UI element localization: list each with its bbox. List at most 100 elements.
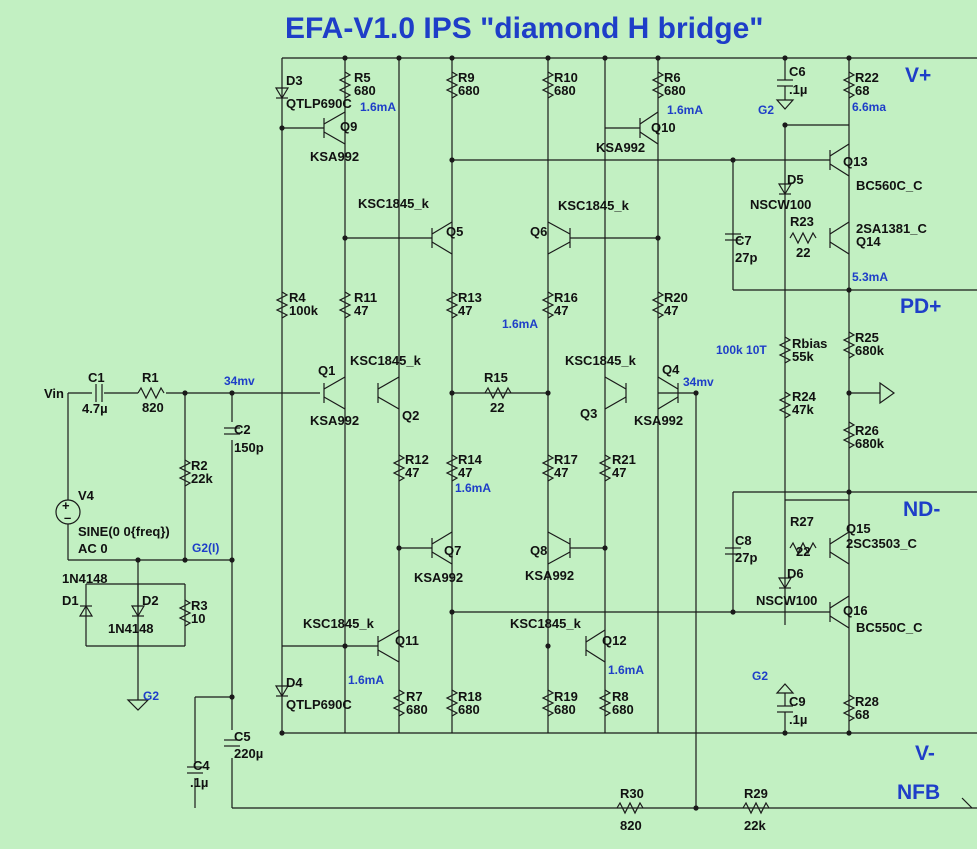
resistors-29-value: 820 (620, 818, 642, 833)
transistors-6-ref: Q7 (444, 543, 461, 558)
resistors-18-ref: R19 (554, 689, 578, 704)
diodes-2-part: QTLP690C (286, 96, 352, 111)
source-V4: + – (55, 498, 81, 525)
resistor-R9 (445, 71, 459, 99)
transistors-13-ref: Q14 (856, 234, 881, 249)
ground-icon (126, 699, 150, 711)
resistor-R30 (616, 801, 644, 815)
diode-D2 (130, 605, 146, 618)
diodes-3-ref: D4 (286, 675, 303, 690)
annotations-v_q4: 34mv (683, 375, 714, 389)
resistor-R29 (742, 801, 770, 815)
transistors-7-ref: Q8 (530, 543, 547, 558)
transistors-7-part: KSA992 (525, 568, 574, 583)
annotations-i_r16: 1.6mA (502, 317, 538, 331)
resistor-R5 (338, 71, 352, 99)
resistors-29-ref: R30 (620, 786, 644, 801)
capacitors-7-ref: C9 (789, 694, 806, 709)
transistor-Q7 (431, 531, 453, 565)
resistors-13-ref: R14 (458, 452, 483, 467)
resistors-30-ref: Rbias (792, 336, 827, 351)
transistors-6-part: KSA992 (414, 570, 463, 585)
resistor-R22 (842, 71, 856, 99)
transistors-3-part: KSA992 (634, 413, 683, 428)
transistor-Q14 (829, 221, 850, 255)
resistors-3-ref: R4 (289, 290, 306, 305)
resistors-28-value: 22k (744, 818, 766, 833)
diode-D1 (78, 604, 94, 617)
resistor-R15 (484, 386, 512, 400)
resistors-27-value: 68 (855, 707, 869, 722)
annotations-i_q14: 5.3mA (852, 270, 888, 284)
transistors-8-part: KSA992 (310, 149, 359, 164)
capacitor-C8 (725, 547, 741, 555)
transistors-5-part: KSC1845_k (558, 198, 630, 213)
source-plus-glyph: + (62, 498, 70, 513)
resistors-16-value: 47 (554, 465, 568, 480)
diodes-5-part: NSCW100 (756, 593, 817, 608)
capacitor-C9 (775, 683, 795, 733)
resistors-7-value: 680 (612, 702, 634, 717)
source-ref: V4 (78, 488, 95, 503)
annotations-i_r5: 1.6mA (360, 100, 396, 114)
resistors-28-ref: R29 (744, 786, 768, 801)
transistor-Q11 (377, 629, 400, 663)
transistors-2-ref: Q3 (580, 406, 597, 421)
resistors-12-ref: R13 (458, 290, 482, 305)
diodes-4-ref: D5 (787, 172, 804, 187)
capacitors-4-ref: C6 (789, 64, 806, 79)
transistor-Q16 (829, 595, 850, 629)
resistors-8-value: 680 (458, 83, 480, 98)
transistors-10-ref: Q11 (395, 633, 419, 648)
transistor-Q1 (323, 376, 346, 410)
resistors-22-value: 22 (796, 245, 810, 260)
transistors-1-ref: Q2 (402, 408, 419, 423)
diode-D5 (777, 183, 793, 196)
resistor-R18 (445, 689, 459, 717)
transistors-2-part: KSC1845_k (565, 353, 637, 368)
rail-vplus: V+ (905, 64, 931, 87)
resistors-8-ref: R9 (458, 70, 475, 85)
transistors-5-ref: Q6 (530, 224, 547, 239)
net-g2-a: G2 (143, 689, 159, 703)
capacitor-C5 (224, 739, 240, 747)
capacitor-C2 (224, 427, 240, 435)
resistors-0-value: 820 (142, 400, 164, 415)
resistor-R7 (392, 689, 406, 717)
resistors-26-value: 22 (796, 544, 810, 559)
diode-symbols (78, 87, 793, 698)
capacitor-symbols (95, 58, 795, 774)
transistor-Q9 (323, 111, 346, 145)
net-g2-c: G2 (752, 669, 768, 683)
resistors-15-value: 47 (554, 303, 568, 318)
resistor-R6 (651, 71, 665, 99)
resistors-10-value: 47 (354, 303, 368, 318)
resistor-R20 (651, 291, 665, 319)
page-title: EFA-V1.0 IPS "diamond H bridge" (285, 12, 764, 45)
diode-D3 (274, 87, 290, 100)
capacitors-3-ref: C5 (234, 729, 251, 744)
resistors-30-value: 55k (792, 349, 814, 364)
transistors-10-part: KSC1845_k (303, 616, 375, 631)
resistor-R10 (541, 71, 555, 99)
net-vin: Vin (44, 386, 64, 401)
nfb-arrow-icon (961, 797, 973, 809)
resistors-4-value: 680 (354, 83, 376, 98)
resistors-12-value: 47 (458, 303, 472, 318)
resistors-6-ref: R7 (406, 689, 423, 704)
resistors-21-value: 68 (855, 83, 869, 98)
rail-pdplus: PD+ (900, 295, 941, 318)
resistors-5-value: 680 (664, 83, 686, 98)
transistor-Q12 (585, 629, 606, 663)
transistors-12-ref: Q13 (843, 154, 868, 169)
resistors-23-value: 47k (792, 402, 814, 417)
annotations-i_q11: 1.6mA (348, 673, 384, 687)
net-labels: Vin G2(I) G2 G2 G2 (44, 103, 774, 703)
transistors-9-part: KSA992 (596, 140, 645, 155)
diodes-5-ref: D6 (787, 566, 804, 581)
resistor-R21 (598, 454, 612, 482)
capacitors-6-value: 27p (735, 550, 757, 565)
resistor-R19 (541, 689, 555, 717)
